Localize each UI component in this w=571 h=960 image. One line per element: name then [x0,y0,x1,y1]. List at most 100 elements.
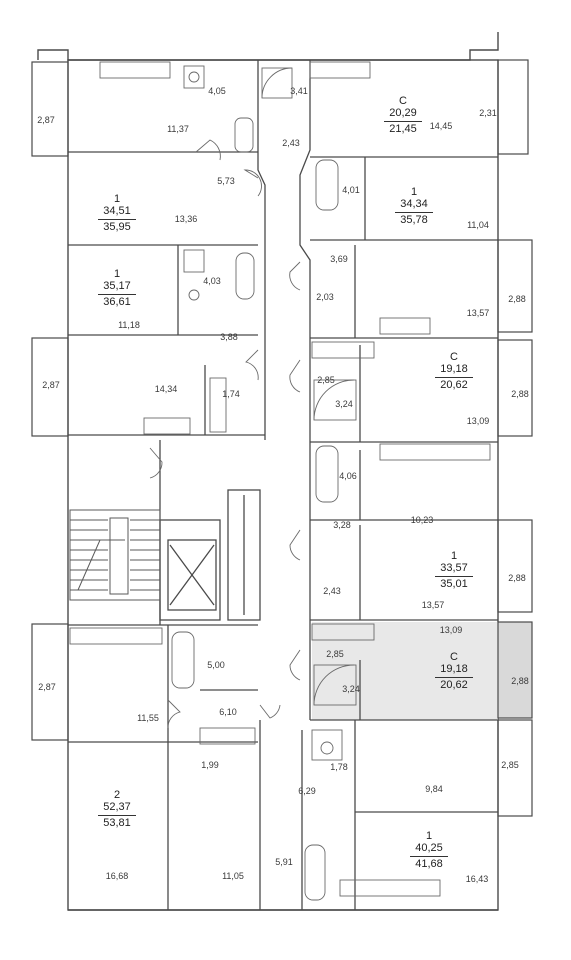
room-area: 5,73 [217,176,235,186]
room-area: 2,87 [38,682,56,692]
apartment-label: 1 35,17 36,61 [98,268,136,309]
apartment-label: 1 40,25 41,68 [410,830,448,871]
room-area: 5,00 [207,660,225,670]
apartment-type: 1 [450,550,458,562]
fixtures [171,65,357,901]
apartment-living-area: 19,18 [440,663,468,675]
room-area: 11,05 [222,871,244,881]
room-area: 4,01 [342,185,360,195]
apartment-total-area: 35,95 [103,221,131,233]
apartment-total-area: 21,45 [389,123,417,135]
room-area: 2,43 [282,138,300,148]
divider [435,576,473,577]
apartment-label: 2 52,37 53,81 [98,789,136,830]
divider [98,219,136,220]
staircase [69,509,161,601]
room-area: 11,04 [467,220,489,230]
apartment-total-area: 35,78 [400,214,428,226]
room-area: 2,43 [323,586,341,596]
interior-walls [68,60,498,910]
right-balconies [497,59,533,817]
apartment-type: 1 [410,186,418,198]
room-area: 2,88 [511,389,529,399]
room-area: 4,06 [339,471,357,481]
room-area: 2,03 [316,292,334,302]
apartment-label: С 20,29 21,45 [384,95,422,136]
apartment-total-area: 20,62 [440,679,468,691]
divider [410,856,448,857]
room-area: 2,88 [508,573,526,583]
room-area: 11,18 [118,320,140,330]
room-area: 10,23 [410,515,434,525]
room-area: 1,78 [330,762,348,772]
room-area: 2,88 [511,676,529,686]
room-area: 1,99 [201,760,219,770]
room-area: 3,28 [333,520,351,530]
apartment-type: 1 [113,268,121,280]
room-area: 2,88 [508,294,526,304]
room-area: 2,85 [326,649,344,659]
apartment-label-highlighted: С 19,18 20,62 [435,651,473,692]
room-area: 3,24 [335,399,353,409]
room-area: 2,87 [37,115,55,125]
apartment-total-area: 36,61 [103,296,131,308]
room-area: 13,57 [421,600,445,610]
room-area: 2,85 [317,375,335,385]
room-area: 2,85 [501,760,519,770]
door-swings [149,139,301,729]
room-area: 6,10 [219,707,237,717]
divider [395,212,433,213]
apartment-total-area: 53,81 [103,817,131,829]
apartment-label: 1 34,51 35,95 [98,193,136,234]
apartment-type: 1 [425,830,433,842]
room-area: 3,88 [220,332,238,342]
apartment-type: С [450,351,458,363]
room-area: 3,24 [342,684,360,694]
room-area: 1,74 [222,389,240,399]
apartment-total-area: 20,62 [440,379,468,391]
apartment-living-area: 19,18 [440,363,468,375]
apartment-type: С [399,95,407,107]
apartment-living-area: 34,34 [400,198,428,210]
room-area: 4,03 [203,276,221,286]
left-balconies [31,61,69,741]
room-area: 3,69 [330,254,348,264]
apartment-living-area: 20,29 [389,107,417,119]
divider [435,377,473,378]
apartment-total-area: 41,68 [415,858,443,870]
divider [98,294,136,295]
room-area: 16,43 [465,874,489,884]
apartment-living-area: 35,17 [103,280,131,292]
apartment-label: 1 33,57 35,01 [435,550,473,591]
apartment-living-area: 52,37 [103,801,131,813]
room-area: 13,57 [466,308,490,318]
apartment-living-area: 34,51 [103,205,131,217]
room-area: 13,36 [174,214,198,224]
apartment-type: 1 [113,193,121,205]
room-area: 14,45 [429,121,453,131]
highlighted-apartment-fill [312,622,498,720]
room-area: 14,34 [154,384,178,394]
apartment-type: С [450,651,458,663]
room-area: 11,37 [167,124,189,134]
room-area: 16,68 [105,871,129,881]
room-area: 4,05 [208,86,226,96]
apartment-label: С 19,18 20,62 [435,351,473,392]
highlighted-balcony [497,621,533,719]
apartment-total-area: 35,01 [440,578,468,590]
apartment-living-area: 40,25 [415,842,443,854]
divider [98,815,136,816]
divider [435,677,473,678]
room-area: 2,87 [42,380,60,390]
room-area: 3,41 [290,86,308,96]
room-area: 13,09 [439,625,463,635]
apartment-label: 1 34,34 35,78 [395,186,433,227]
room-area: 13,09 [466,416,490,426]
apartment-living-area: 33,57 [440,562,468,574]
divider [384,121,422,122]
room-area: 9,84 [425,784,443,794]
kitchen-counters [69,61,491,897]
room-area: 2,31 [479,108,497,118]
outer-walls [37,32,499,911]
